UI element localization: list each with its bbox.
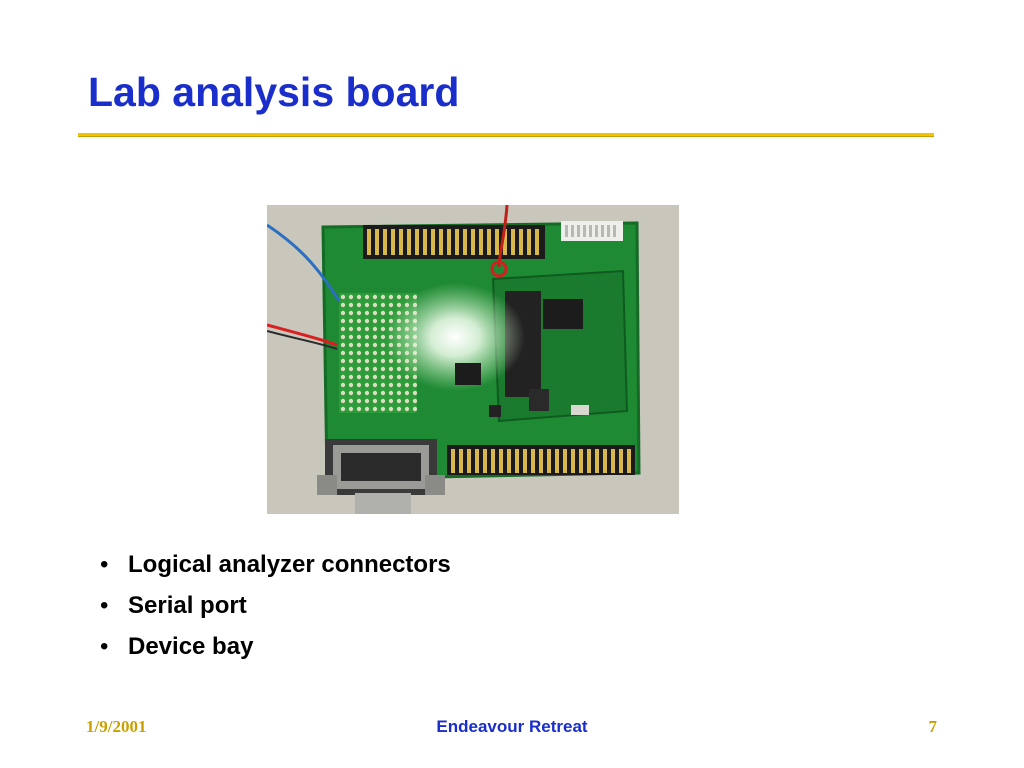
bullet-marker: • (100, 592, 109, 619)
footer-date: 1/9/2001 (86, 717, 147, 736)
page-number: 7 (928, 717, 938, 736)
bullet-marker: • (100, 551, 109, 578)
slide-title: Lab analysis board (88, 69, 460, 115)
bullet-text: Serial port (128, 592, 247, 619)
footer-title: Endeavour Retreat (436, 717, 588, 736)
title-divider (78, 133, 934, 137)
bullet-marker: • (100, 633, 109, 660)
board-photo (267, 205, 679, 514)
bullet-text: Device bay (128, 633, 254, 660)
bullet-list: • Logical analyzer connectors • Serial p… (96, 546, 451, 669)
bullet-item: • Serial port (96, 587, 451, 628)
bullet-item: • Logical analyzer connectors (96, 546, 451, 587)
bullet-item: • Device bay (96, 628, 451, 669)
bullet-text: Logical analyzer connectors (128, 551, 451, 578)
